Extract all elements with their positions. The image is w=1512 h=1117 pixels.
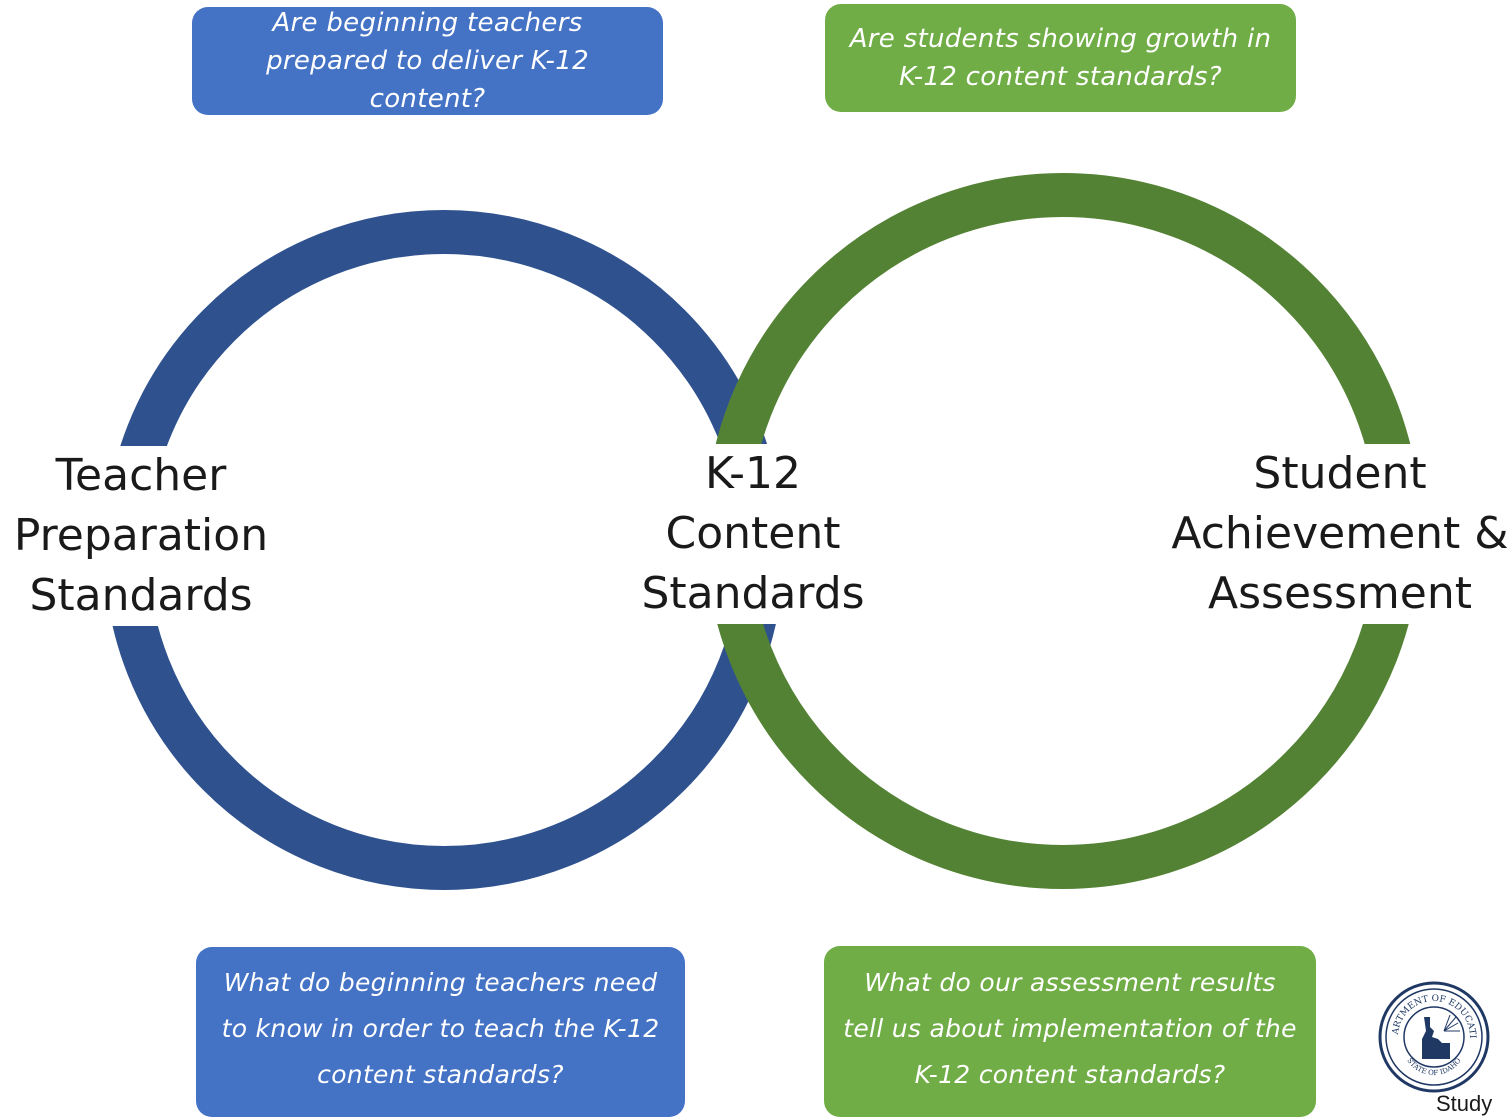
question-text-bottom-left: What do beginning teachers need to know … [221, 968, 660, 1089]
question-box-bottom-right: What do our assessment results tell us a… [824, 946, 1316, 1117]
node-label-k12-content: K-12 Content Standards [628, 444, 878, 624]
node-label-student-achievement: Student Achievement & Assessment [1168, 444, 1512, 624]
state-seal-icon: DEPARTMENT OF EDUCATION STATE OF IDAHO [1378, 981, 1490, 1093]
question-box-top-right: Are students showing growth in K-12 cont… [825, 4, 1296, 112]
question-box-top-left: Are beginning teachers prepared to deliv… [192, 7, 663, 115]
corner-footer-text: Study [1436, 1091, 1493, 1116]
node-label-teacher-preparation: Teacher Preparation Standards [0, 446, 282, 626]
question-text-top-left: Are beginning teachers prepared to deliv… [266, 8, 589, 114]
question-text-top-right: Are students showing growth in K-12 cont… [849, 24, 1272, 92]
question-text-bottom-right: What do our assessment results tell us a… [843, 967, 1297, 1089]
question-box-bottom-left: What do beginning teachers need to know … [196, 947, 685, 1117]
